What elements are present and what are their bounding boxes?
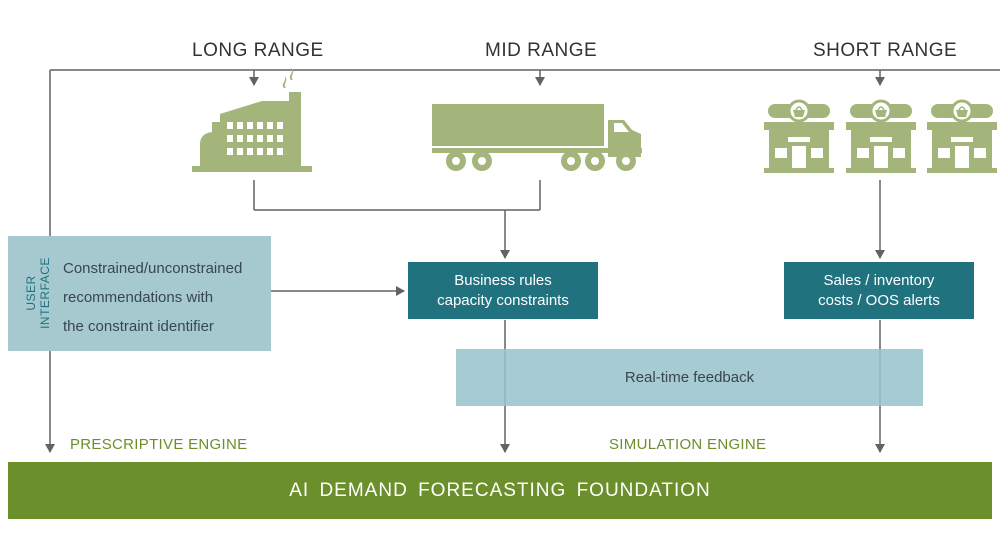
sales-box-line-2: costs / OOS alerts <box>818 291 940 309</box>
user-interface-label: USER INTERFACE <box>24 257 52 329</box>
user-interface-panel <box>8 236 271 351</box>
ui-panel-line-3: the constraint identifier <box>63 318 214 335</box>
prescriptive-engine-label: PRESCRIPTIVE ENGINE <box>70 436 248 453</box>
real-time-feedback-label: Real-time feedback <box>624 369 755 386</box>
business-box-line-2: capacity constraints <box>437 291 569 309</box>
sales-box-line-1: Sales / inventory <box>823 271 935 289</box>
short-range-label: SHORT RANGE <box>813 40 958 61</box>
store-icon <box>764 99 999 174</box>
foundation-bar: AI DEMAND FORECASTING FOUNDATION <box>8 462 992 519</box>
mid-range-label: MID RANGE <box>485 40 598 61</box>
ui-panel-line-1: Constrained/unconstrained <box>63 260 243 277</box>
real-time-feedback-band: Real-time feedback <box>456 349 923 406</box>
simulation-engine-label: SIMULATION ENGINE <box>609 436 767 453</box>
foundation-label: AI DEMAND FORECASTING FOUNDATION <box>289 479 711 501</box>
truck-icon <box>432 104 642 171</box>
business-rules-box: Business rules capacity constraints <box>408 262 598 319</box>
business-box-line-1: Business rules <box>454 271 552 289</box>
sales-inventory-box: Sales / inventory costs / OOS alerts <box>784 262 974 319</box>
ui-panel-text: Constrained/unconstrained recommendation… <box>63 254 242 341</box>
long-range-label: LONG RANGE <box>192 40 324 61</box>
factory-icon <box>192 68 312 172</box>
ui-panel-line-2: recommendations with <box>63 289 214 306</box>
